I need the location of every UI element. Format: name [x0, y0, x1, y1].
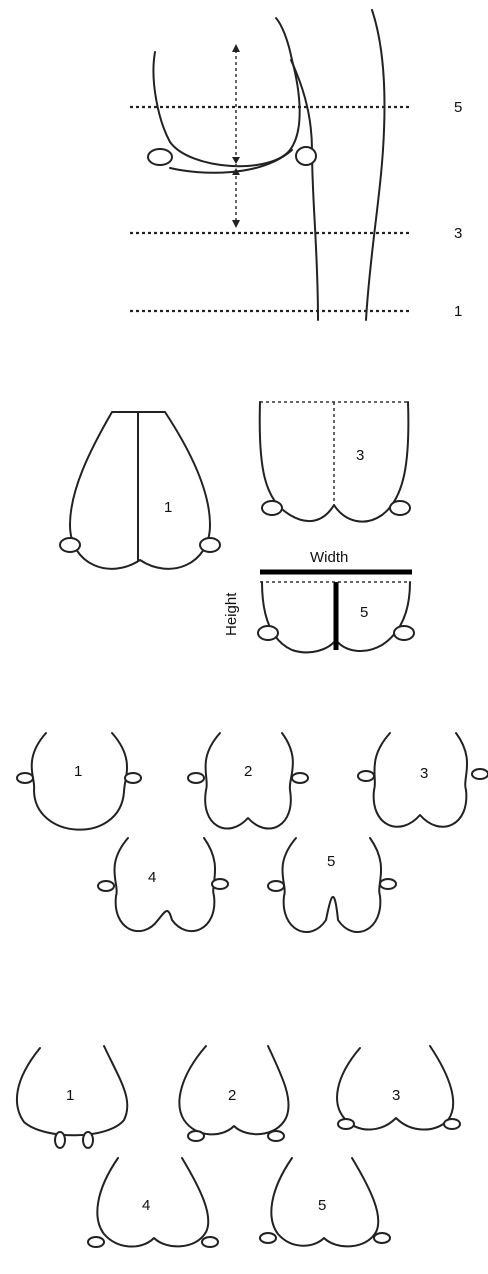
level-label-3: 3: [454, 225, 462, 242]
c-shape-4-left-nipple: [98, 881, 114, 891]
c-shape-3-left-nipple: [358, 771, 374, 781]
d-shape-5-left-nipple: [260, 1233, 276, 1243]
shape-3-right-nipple: [390, 501, 410, 515]
d-shape-5-right-nipple: [374, 1233, 390, 1243]
shape-5-left-nipple: [258, 626, 278, 640]
shape-1-left-nipple: [60, 538, 80, 552]
c-shape-1-right-nipple: [125, 773, 141, 783]
d-shape-4-label: 4: [142, 1197, 150, 1214]
height-label: Height: [223, 592, 240, 636]
c-shape-5-right-nipple: [380, 879, 396, 889]
c-shape-1-label: 1: [74, 763, 82, 780]
shape-5-label: 5: [360, 604, 368, 621]
c-shape-5-left-nipple: [268, 881, 284, 891]
c-shape-3-right-nipple: [472, 769, 488, 779]
d-shape-5-label: 5: [318, 1197, 326, 1214]
c-shape-2-label: 2: [244, 763, 252, 780]
d-shape-3-left-nipple: [338, 1119, 354, 1129]
width-label: Width: [310, 549, 348, 566]
d-shape-2-right-nipple: [268, 1131, 284, 1141]
c-shape-1-left-nipple: [17, 773, 33, 783]
right-nipple: [296, 147, 316, 165]
c-shape-4-right-nipple: [212, 879, 228, 889]
level-label-5: 5: [454, 99, 462, 116]
d-shape-2-left-nipple: [188, 1131, 204, 1141]
c-shape-5-label: 5: [327, 853, 335, 870]
shape-1-right-nipple: [200, 538, 220, 552]
panel-b-background: [48, 388, 438, 656]
d-shape-1-right-nipple: [83, 1132, 93, 1148]
shape-3-label: 3: [356, 447, 364, 464]
shape-1-label: 1: [164, 499, 172, 516]
d-shape-3-label: 3: [392, 1087, 400, 1104]
shape-5-right-nipple: [394, 626, 414, 640]
d-shape-4-right-nipple: [202, 1237, 218, 1247]
d-shape-3-right-nipple: [444, 1119, 460, 1129]
d-shape-1-left-nipple: [55, 1132, 65, 1148]
c-shape-3-label: 3: [420, 765, 428, 782]
panel-a-side-view: 5 3 1: [128, 5, 462, 330]
c-shape-2-left-nipple: [188, 773, 204, 783]
left-nipple: [148, 149, 172, 165]
shape-3-left-nipple: [262, 501, 282, 515]
d-shape-4-left-nipple: [88, 1237, 104, 1247]
d-shape-2-label: 2: [228, 1087, 236, 1104]
c-shape-4-label: 4: [148, 869, 156, 886]
panel-b-shape-diagram: 1 3 Width 5 Height: [48, 388, 438, 656]
level-label-1: 1: [454, 303, 462, 320]
panel-d-shape-row: 1 2 3 4 5: [10, 1040, 480, 1272]
panel-c-shape-row: 1 2 3 4 5: [14, 728, 488, 960]
panel-d-background: [10, 1040, 480, 1272]
d-shape-1-label: 1: [66, 1087, 74, 1104]
c-shape-2-right-nipple: [292, 773, 308, 783]
